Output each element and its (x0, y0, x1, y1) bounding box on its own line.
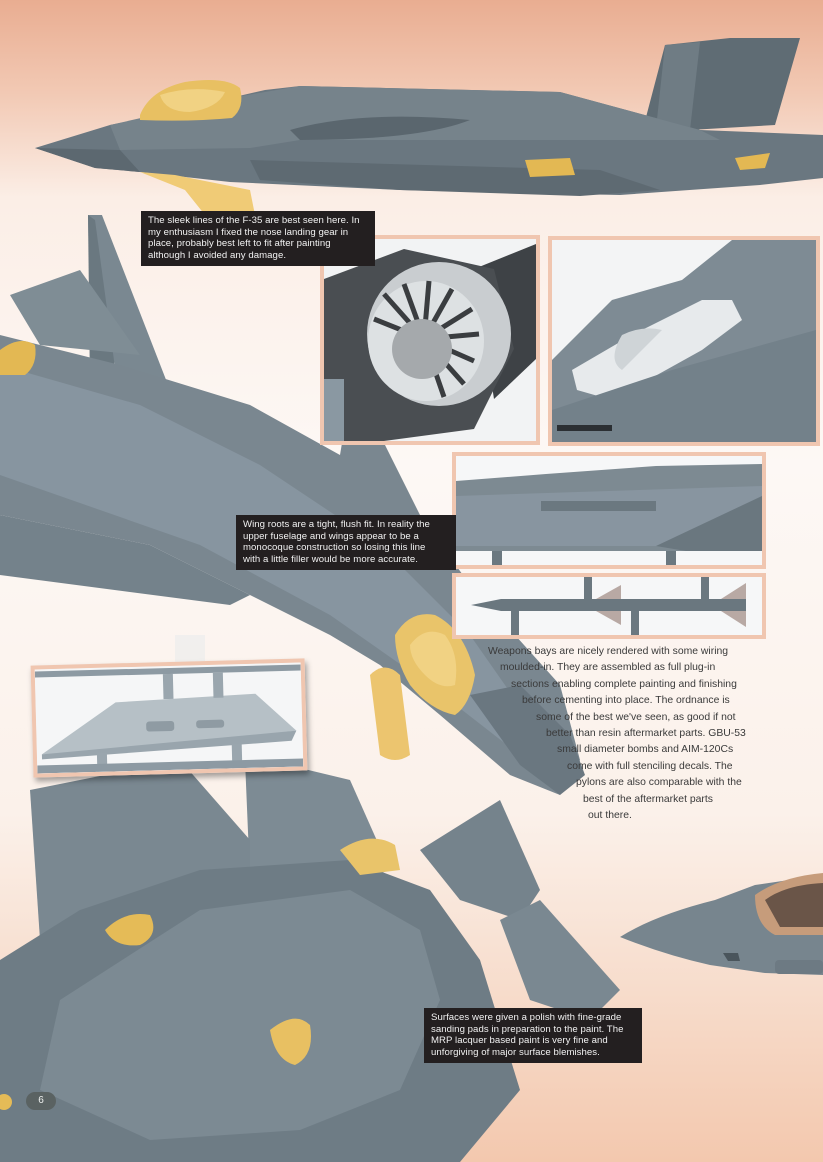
body-line: before cementing into place. The ordnanc… (522, 695, 730, 707)
body-line: moulded-in. They are assembled as full p… (500, 662, 716, 674)
body-line: sections enabling complete painting and … (511, 678, 737, 690)
photo-pylon (30, 658, 308, 778)
body-line: out there. (588, 810, 632, 822)
caption-line: Surfaces were given a polish with fine-g… (431, 1012, 622, 1023)
body-line: small diameter bombs and AIM-120Cs (557, 744, 734, 756)
caption-line: monocoque construction so losing this li… (243, 542, 426, 554)
photo-lower-left-view (0, 760, 823, 1162)
caption-line: although I avoided any damage. (148, 249, 287, 261)
body-line: come with full stenciling decals. The (567, 760, 733, 772)
photo-weapons-bay-interior (548, 236, 820, 446)
caption-sleek-lines: The sleek lines of the F-35 are best see… (141, 211, 375, 267)
body-line: better than resin aftermarket parts. GBU… (546, 728, 746, 740)
caption-line: Wing roots are a tight, flush fit. In re… (243, 519, 430, 530)
caption-surfaces: Surfaces were given a polish with fine-g… (424, 1008, 642, 1064)
caption-line: MRP lacquer based paint is very fine and (431, 1035, 608, 1047)
page-number-badge: 6 (26, 1092, 56, 1110)
photo-missile (452, 573, 766, 639)
body-line: pylons are also comparable with the (576, 777, 742, 789)
photo-weapons-bay-door (452, 452, 766, 569)
caption-line: my enthusiasm I fixed the nose landing g… (148, 226, 349, 238)
body-text-weapons-bays: Weapons bays are nicely rendered with so… (0, 644, 746, 824)
body-line: best of the aftermarket parts (583, 793, 713, 805)
caption-line: sanding pads in preparation to the paint… (431, 1023, 624, 1035)
body-line: Weapons bays are nicely rendered with so… (488, 646, 729, 657)
photo-nose-canopy (615, 855, 823, 995)
photo-exhaust-nozzle (320, 235, 540, 445)
body-line: some of the best we've seen, as good if … (536, 711, 736, 723)
caption-line: upper fuselage and wings appear to be a (243, 530, 419, 542)
caption-line: with a little filler would be more accur… (243, 553, 418, 565)
photo-top-side-view (0, 0, 823, 215)
caption-line: unforgiving of major surface blemishes. (431, 1046, 600, 1058)
caption-line: place, probably best left to fit after p… (148, 238, 331, 250)
caption-line: The sleek lines of the F-35 are best see… (148, 215, 360, 226)
caption-wing-roots: Wing roots are a tight, flush fit. In re… (236, 515, 456, 571)
